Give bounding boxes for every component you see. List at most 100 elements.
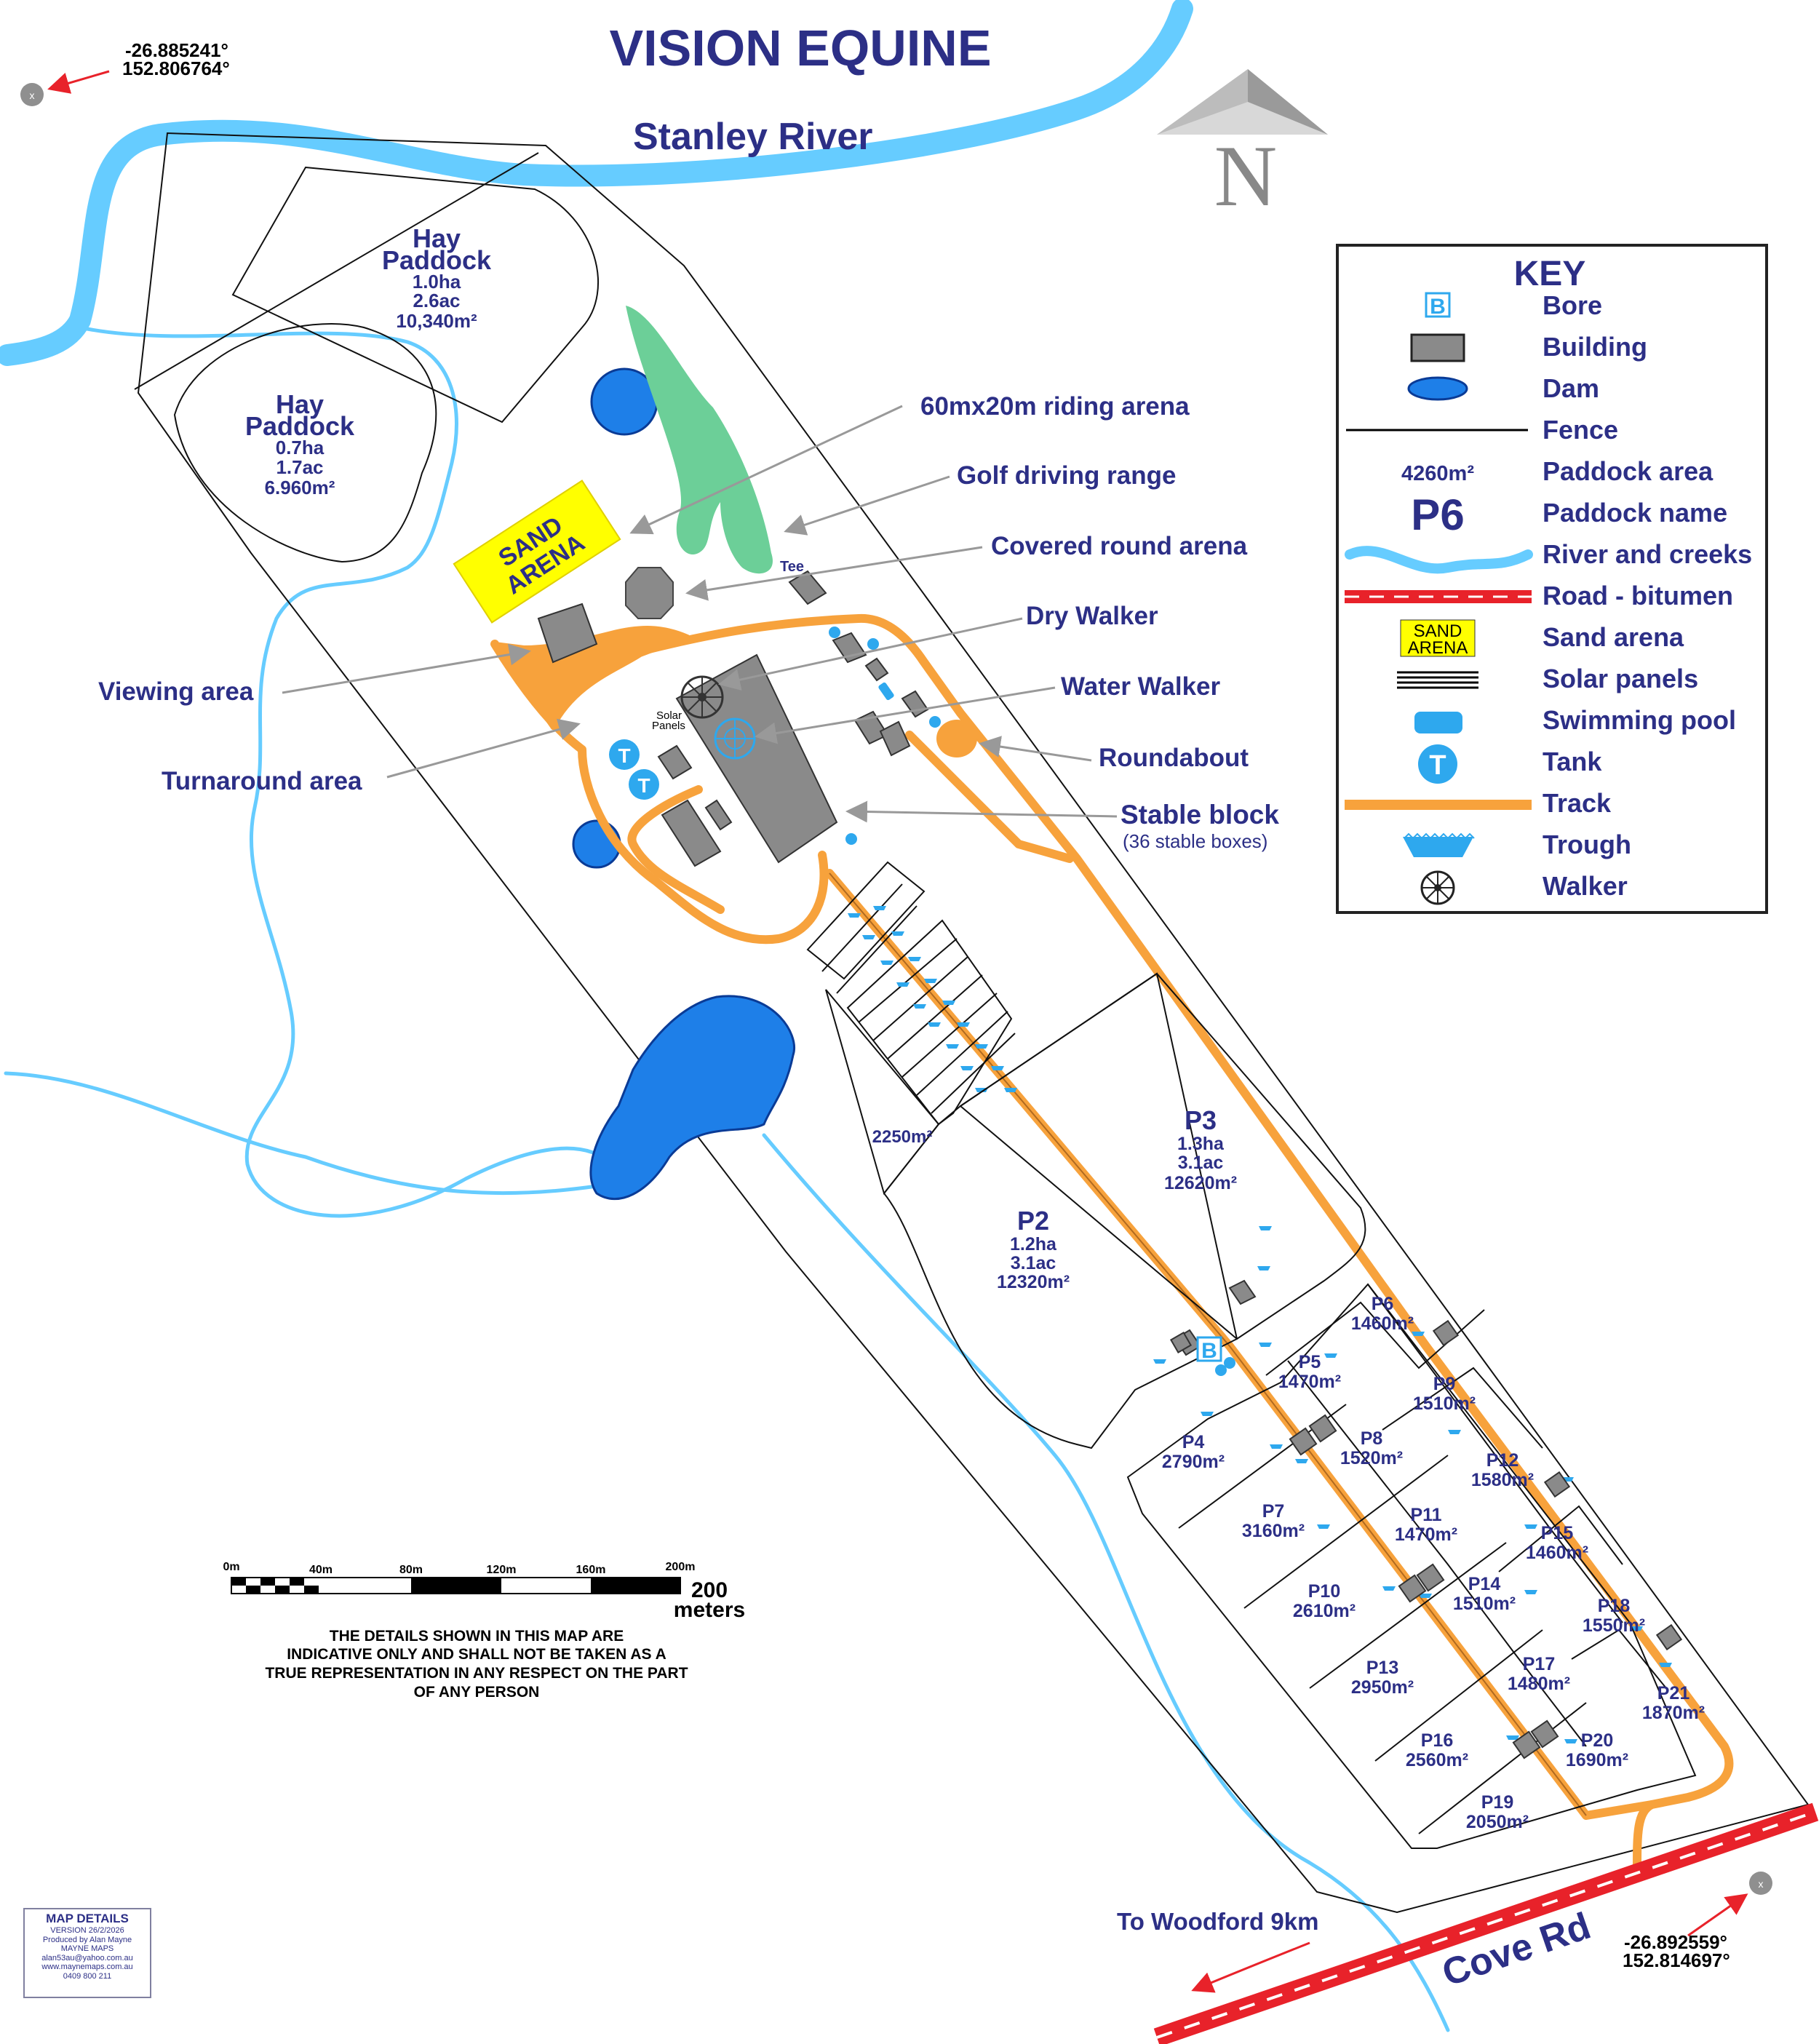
dam-large xyxy=(589,995,795,1201)
paddock-p3 xyxy=(959,972,1366,1340)
paddock-name: P9 xyxy=(1433,1374,1456,1394)
paddock-area: 1580m² xyxy=(1471,1470,1534,1490)
key-item-label: Fence xyxy=(1543,415,1618,445)
paddock-p2 xyxy=(883,972,1238,1450)
key-item-label: Swimming pool xyxy=(1543,705,1736,735)
paddock-name: P21 xyxy=(1657,1683,1690,1703)
map-details-line: MAYNE MAPS xyxy=(60,1944,114,1953)
golf-range xyxy=(626,306,773,574)
map-title: VISION EQUINE xyxy=(609,20,991,76)
building-bore xyxy=(1169,1331,1193,1354)
main-track-loop xyxy=(490,640,829,945)
paddock-name: P10 xyxy=(1308,1581,1340,1602)
paddock-area: 1480m² xyxy=(1508,1674,1570,1694)
paddock-name: P8 xyxy=(1361,1428,1383,1449)
svg-text:Paddock: Paddock xyxy=(245,411,355,441)
solar-panels-label-1: Solar xyxy=(656,709,682,722)
map-details-line: Produced by Alan Mayne xyxy=(42,1935,132,1944)
svg-text:1.0ha: 1.0ha xyxy=(413,271,461,293)
key-item-label: Tank xyxy=(1543,747,1602,776)
paddock-labels: P42790m²P51470m²P61460m²P73160m²P81520m²… xyxy=(1162,1294,1705,1832)
svg-text:80m: 80m xyxy=(399,1564,423,1576)
property-boundary xyxy=(137,132,1810,1914)
svg-text:TRUE REPRESENTATION IN ANY RES: TRUE REPRESENTATION IN ANY RESPECT ON TH… xyxy=(265,1665,688,1682)
svg-text:3.1ac: 3.1ac xyxy=(1011,1253,1056,1273)
svg-text:N: N xyxy=(1214,127,1278,224)
large-paddocks xyxy=(825,972,1366,1450)
svg-text:SAND: SAND xyxy=(1414,621,1462,641)
paddock-area: 1460m² xyxy=(1526,1543,1588,1563)
map-details-line: alan53au@yahoo.com.au xyxy=(41,1953,133,1963)
tanks: T T xyxy=(609,627,1235,1376)
paddock-2250-label: 2250m² xyxy=(872,1127,933,1147)
paddock-name: P17 xyxy=(1523,1654,1555,1674)
track-inner-loop xyxy=(627,785,725,914)
building-b xyxy=(661,799,722,867)
svg-text:INDICATIVE ONLY AND SHALL NOT: INDICATIVE ONLY AND SHALL NOT BE TAKEN A… xyxy=(287,1646,666,1663)
building-c xyxy=(704,799,733,831)
map-details-title: MAP DETAILS xyxy=(46,1912,129,1925)
paddock-area: 2560m² xyxy=(1406,1750,1468,1770)
building-a xyxy=(657,744,693,780)
paddock-area: 3160m² xyxy=(1242,1521,1305,1541)
paddock-area: 1520m² xyxy=(1340,1448,1403,1468)
tee-label: Tee xyxy=(780,559,804,575)
river-label: Stanley River xyxy=(633,116,873,158)
paddock-area: 2610m² xyxy=(1293,1601,1356,1621)
paddock-name: P11 xyxy=(1410,1505,1441,1525)
paddock-area: 1510m² xyxy=(1453,1594,1516,1614)
dry-walker xyxy=(680,675,724,719)
map-details-line: VERSION 26/2/2026 xyxy=(50,1926,124,1935)
paddock-area: 1470m² xyxy=(1395,1524,1457,1545)
paddock-area: 1510m² xyxy=(1413,1393,1476,1414)
troughs xyxy=(848,906,1672,1743)
svg-text:P2: P2 xyxy=(1017,1206,1049,1236)
svg-text:Hay: Hay xyxy=(413,223,461,253)
scale-bar: 0m 40m 80m 120m 160m 200m 200 meters xyxy=(223,1561,745,1622)
paddock-name: P13 xyxy=(1366,1658,1398,1678)
building-f xyxy=(879,720,911,757)
svg-text:4260m²: 4260m² xyxy=(1401,462,1474,485)
svg-text:0.7ha: 0.7ha xyxy=(276,437,325,458)
sand-arena: SAND ARENA xyxy=(453,480,621,624)
svg-text:2.6ac: 2.6ac xyxy=(413,290,460,311)
key-item-label: Paddock area xyxy=(1543,456,1713,486)
map-details: MAP DETAILS VERSION 26/2/2026 Produced b… xyxy=(23,1908,151,1998)
callout-viewing: Viewing area xyxy=(98,677,254,706)
callout-round-arena: Covered round arena xyxy=(991,532,1248,560)
svg-text:Hay: Hay xyxy=(276,389,324,419)
paddock-area: 1690m² xyxy=(1566,1750,1628,1770)
creek-lower xyxy=(4,1071,599,1196)
svg-text:152.814697°: 152.814697° xyxy=(1623,1949,1730,1971)
paddock-area: 1470m² xyxy=(1278,1372,1341,1392)
svg-text:ARENA: ARENA xyxy=(1408,638,1468,658)
svg-text:120m: 120m xyxy=(487,1564,517,1576)
callout-golf: Golf driving range xyxy=(957,461,1176,490)
paddock-p2-label: P2 1.2ha 3.1ac 12320m² xyxy=(997,1206,1070,1292)
callout-roundabout: Roundabout xyxy=(1099,744,1249,772)
coord-top-left: x -26.885241° 152.806764° xyxy=(20,39,230,106)
bore-icon: B xyxy=(1196,1336,1222,1363)
svg-text:x: x xyxy=(30,90,35,101)
small-paddocks xyxy=(1126,1283,1697,1849)
hay-paddock-1-label: Hay Paddock 1.0ha 2.6ac 10,340m² xyxy=(382,223,492,332)
svg-text:P6: P6 xyxy=(1411,490,1464,539)
svg-text:meters: meters xyxy=(674,1598,745,1622)
svg-text:1.2ha: 1.2ha xyxy=(1010,1234,1057,1254)
svg-text:Paddock: Paddock xyxy=(382,245,492,275)
stable-yards xyxy=(806,861,1016,1126)
north-arrow-icon: N xyxy=(1157,69,1328,224)
map-key: KEY B 4260m² P6 SAND ARENA T xyxy=(1336,244,1768,914)
hay-paddock-2 xyxy=(173,323,437,563)
key-item-label: Sand arena xyxy=(1543,622,1684,652)
svg-text:160m: 160m xyxy=(576,1564,606,1576)
map-details-line: www.maynemaps.com.au xyxy=(41,1963,133,1971)
map-details-line: 0409 800 211 xyxy=(63,1971,112,1981)
track-central-line xyxy=(829,872,1587,1816)
svg-text:T: T xyxy=(637,774,650,797)
svg-text:12320m²: 12320m² xyxy=(997,1272,1070,1292)
svg-text:THE DETAILS SHOWN IN THIS MAP: THE DETAILS SHOWN IN THIS MAP ARE xyxy=(330,1628,624,1645)
key-item-label: Solar panels xyxy=(1543,664,1698,693)
swimming-pool xyxy=(878,682,894,701)
paddock-name: P16 xyxy=(1421,1730,1453,1751)
